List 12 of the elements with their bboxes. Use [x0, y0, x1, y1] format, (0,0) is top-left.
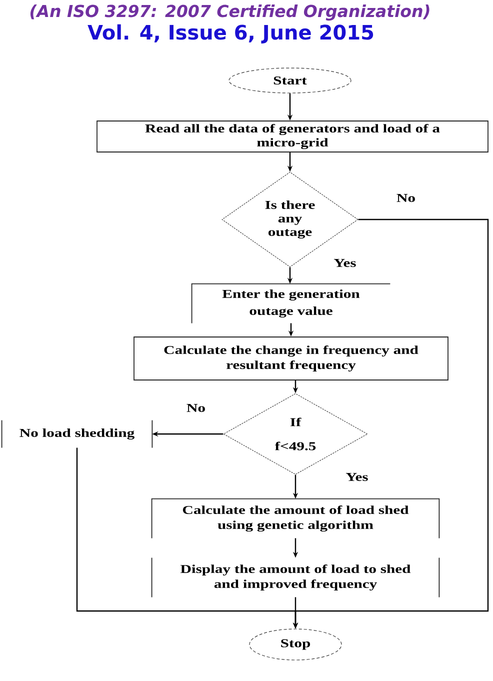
process-box: Read all the data of generators and load of a micro-grid: [96, 120, 488, 152]
edge-label: No: [395, 193, 417, 203]
edge-label: Yes: [344, 472, 370, 482]
process-box: Enter the generation outage value: [191, 283, 391, 324]
process-box: Display the amount of load to shed and improved frequency: [151, 557, 440, 598]
edge-label: No: [185, 403, 207, 413]
header-text: (An ISO 3297: 2007 Certified Organization): [30, 4, 430, 21]
header-text: Vol. 4, Issue 6, June 2015: [88, 24, 374, 44]
edge-label: Yes: [332, 258, 358, 268]
process-box: Calculate the change in frequency and resultant frequency: [134, 336, 448, 380]
process-box: No load shedding: [1, 420, 153, 448]
process-box: Calculate the amount of load shed using genetic algorithm: [151, 498, 440, 539]
